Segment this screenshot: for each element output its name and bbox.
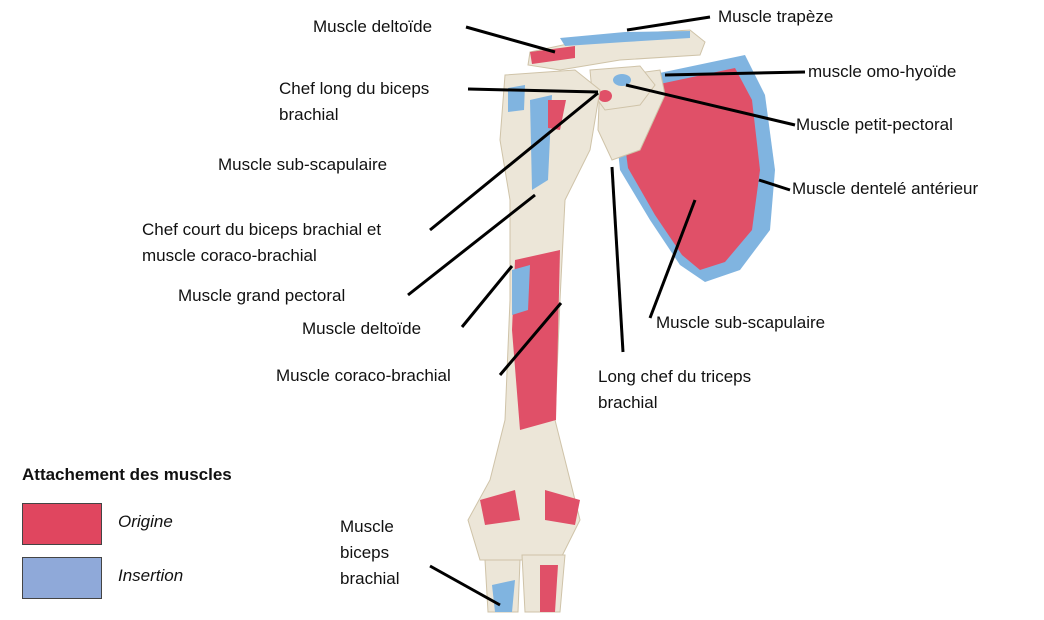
label-sub-scapulaire-left: Muscle sub-scapulaire (218, 154, 387, 176)
label-petit-pectoral: Muscle petit-pectoral (796, 114, 953, 136)
leader-deltoide-mid (462, 266, 512, 327)
legend-label-insertion: Insertion (118, 566, 183, 586)
label-trapeze: Muscle trapèze (718, 6, 833, 28)
label-chef-court-1: Chef court du biceps brachial et (142, 219, 381, 241)
label-chef-court-2: muscle coraco-brachial (142, 245, 317, 267)
label-biceps-3: brachial (340, 568, 400, 590)
label-chef-long-1: Chef long du biceps (279, 78, 429, 100)
label-sub-scapulaire-right: Muscle sub-scapulaire (656, 312, 825, 334)
legend-swatch-origine (22, 503, 102, 545)
label-deltoide-top: Muscle deltoïde (313, 16, 432, 38)
legend-swatch-insertion (22, 557, 102, 599)
leader-trapeze (627, 17, 710, 30)
label-chef-long-2: brachial (279, 104, 339, 126)
label-biceps-1: Muscle (340, 516, 394, 538)
label-biceps-2: biceps (340, 542, 389, 564)
legend-label-origine: Origine (118, 512, 173, 532)
legend-title: Attachement des muscles (22, 465, 232, 485)
clavicle (528, 30, 705, 70)
label-deltoide-mid: Muscle deltoïde (302, 318, 421, 340)
label-triceps-2: brachial (598, 392, 658, 414)
label-triceps-1: Long chef du triceps (598, 366, 751, 388)
label-omo-hyoide: muscle omo-hyoïde (808, 61, 956, 83)
label-grand-pectoral: Muscle grand pectoral (178, 285, 345, 307)
leader-deltoide-top (466, 27, 555, 52)
label-coraco-brachial: Muscle coraco-brachial (276, 365, 451, 387)
label-dentele: Muscle dentelé antérieur (792, 178, 978, 200)
leader-triceps (612, 167, 623, 352)
